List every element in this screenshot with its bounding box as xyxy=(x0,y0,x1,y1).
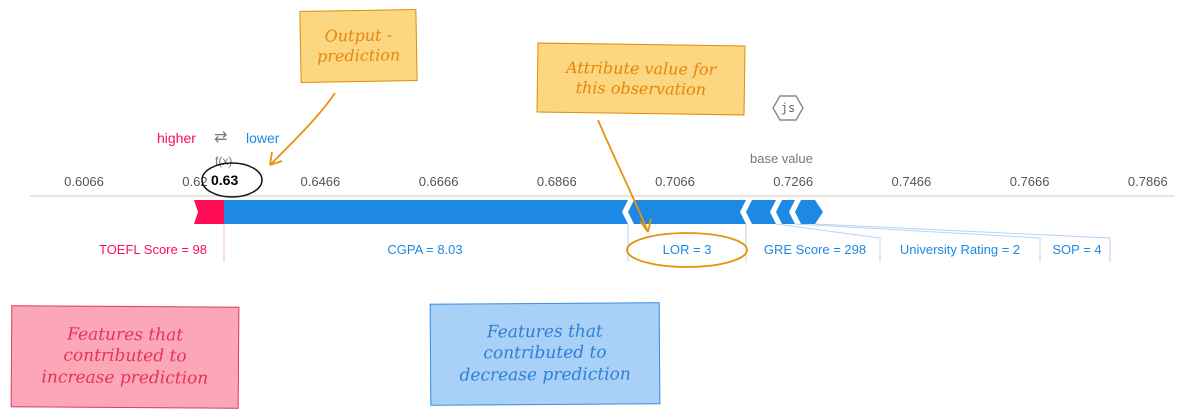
axis-tick-label: 0.7466 xyxy=(891,174,932,189)
legend-lower: lower xyxy=(246,130,280,146)
hexagon-icon xyxy=(772,95,804,121)
divider-5 xyxy=(814,223,1111,262)
axis-tick-label: 0.6666 xyxy=(418,174,459,189)
negative-segment-university xyxy=(776,200,795,224)
base-value-label: base value xyxy=(750,151,813,166)
axis-tick-label: 0.6466 xyxy=(300,174,341,189)
axis-tick-label: 0.7866 xyxy=(1127,174,1168,189)
feature-label-gre: GRE Score = 298 xyxy=(763,242,867,257)
axis-tick-label: 0.7666 xyxy=(1009,174,1050,189)
callout-output-prediction: Output - prediction xyxy=(299,8,418,84)
callout-decrease-prediction: Features that contributed to decrease pr… xyxy=(429,302,661,406)
callout-increase-prediction: Features that contributed to increase pr… xyxy=(10,305,240,409)
js-badge: js xyxy=(772,94,804,122)
js-badge-text: js xyxy=(780,101,796,115)
callout-attribute-value: Attribute value for this observation xyxy=(536,42,746,116)
arrow-output xyxy=(269,92,336,166)
axis-tick-label: 0.6066 xyxy=(64,174,104,189)
feature-label-university: University Rating = 2 xyxy=(899,242,1021,257)
feature-label-sop: SOP = 4 xyxy=(1052,242,1102,257)
swap-arrows-icon: ⇄ xyxy=(214,129,228,146)
negative-segment-lor xyxy=(628,200,746,224)
legend-higher: higher xyxy=(157,130,196,146)
negative-segment-gre xyxy=(746,200,776,224)
feature-label-cgpa: CGPA = 8.03 xyxy=(387,242,463,257)
divider-3 xyxy=(775,223,881,262)
arrow-attribute xyxy=(597,119,649,233)
feature-label-lor: LOR = 3 xyxy=(662,242,712,257)
lor-highlight-ellipse xyxy=(626,232,748,268)
axis-tick-label: 0.6866 xyxy=(536,174,577,189)
output-value: 0.63 xyxy=(208,172,242,188)
output-highlight-circle xyxy=(201,162,263,198)
negative-segment-sop xyxy=(795,200,823,224)
feature-label-toefl: TOEFL Score = 98 xyxy=(98,242,208,257)
axis-tick-label: 0.7266 xyxy=(773,174,814,189)
arrowhead-output-icon xyxy=(269,151,283,166)
axis-tick-label: 0.7066 xyxy=(655,174,695,189)
arrowhead-attribute-icon xyxy=(639,218,652,233)
divider-4 xyxy=(794,223,1041,262)
positive-segment-toefl xyxy=(194,200,224,224)
negative-segment-cgpa xyxy=(224,200,628,224)
